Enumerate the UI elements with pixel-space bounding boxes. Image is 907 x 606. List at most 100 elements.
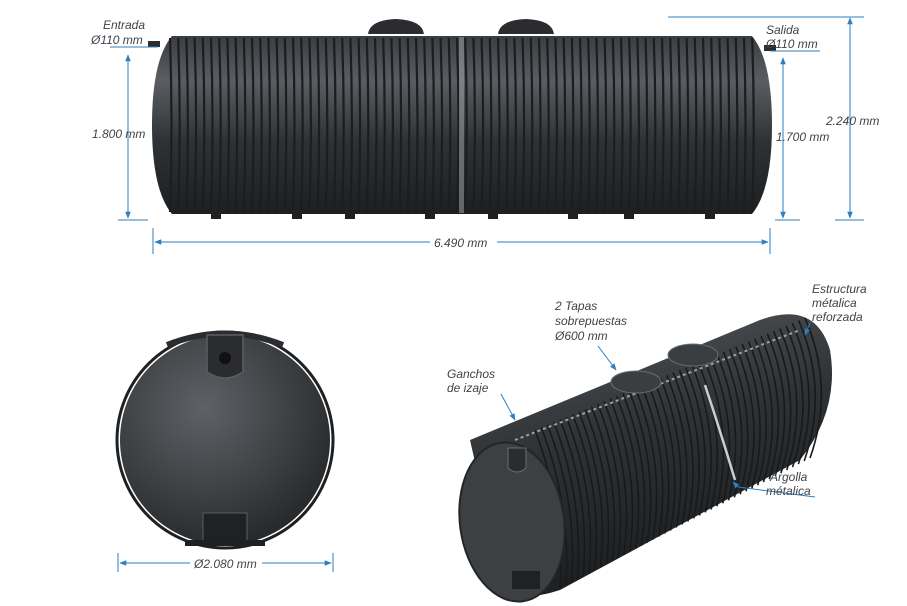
rib [710,37,714,213]
perspective-rib [578,411,604,567]
perspective-rib [597,403,622,558]
rib [652,37,657,213]
perspective-rib [710,356,731,504]
rib [644,37,649,213]
perspective-rib [804,317,823,459]
perspective-rib [760,335,780,480]
perspective-rib [766,333,786,477]
rib [423,37,427,213]
rib [546,37,550,213]
rib [414,37,419,213]
inlet-diameter: Ø110 mm [91,33,143,47]
perspective-rib [603,401,628,555]
rib [250,37,255,213]
rib [373,37,378,213]
outlet-label: Salida [766,23,800,37]
perspective-rib [678,369,700,519]
front-diameter-label: Ø2.080 mm [194,557,257,571]
side-view-dimensions [110,16,864,254]
perspective-rib [659,377,682,528]
rib [168,37,173,213]
rib [513,37,517,213]
front-view-disc [120,335,330,545]
rib [587,37,591,213]
rib [447,37,452,213]
structure-label-line-1: Estructura [812,282,867,296]
perspective-rib [559,419,586,576]
rib [488,37,493,213]
hooks-label-line-1: Ganchos [447,367,496,381]
rib [537,37,542,213]
perspective-ribs [534,317,823,589]
front-view-feet [185,540,265,546]
rib [660,37,665,213]
rib [521,37,526,213]
lid-right [498,19,554,34]
rib [472,37,476,213]
rib [701,37,706,213]
perspective-rib [666,375,688,525]
perspective-rib [754,338,774,483]
rib [209,37,214,213]
perspective-rib [772,330,792,474]
perspective-rib [590,406,616,561]
rib [193,37,198,213]
inlet-label: Entrada [103,18,146,32]
rib [455,37,460,213]
lid-label-line-2: sobrepuestas [555,314,628,328]
lid-left [368,19,424,34]
inlet-pipe [148,41,160,47]
rib [578,37,583,213]
rib [496,37,501,213]
rib [234,37,239,213]
perspective-rib [653,380,676,531]
rib [226,37,230,213]
perspective-rib [584,408,610,564]
perspective-rib [797,320,817,462]
perspective-rib [691,364,713,513]
side-view-tank [148,19,776,219]
rib [365,37,370,213]
rib [742,37,747,213]
perspective-rib [641,385,664,537]
perspective-rib [716,354,737,501]
rib [636,37,640,213]
front-view-tank [115,330,335,550]
outlet-diameter: Ø110 mm [766,37,818,51]
rib [332,37,337,213]
structure-label-line-3: reforzada [812,310,863,324]
rib [726,37,731,213]
structure-label-line-2: métalica [812,296,857,310]
perspective-rib [728,348,749,495]
rib [464,37,468,213]
perspective-rib [609,398,634,552]
perspective-rib [628,390,652,543]
rib [562,37,567,213]
rib [751,37,755,213]
rib [177,37,181,213]
hooks-label-line-2: de izaje [447,381,489,395]
center-ring [459,37,464,213]
perspective-rib [722,351,743,498]
perspective-rib [779,328,798,471]
perspective-end-cap [458,441,566,603]
perspective-rib [735,346,755,492]
rib [595,37,599,213]
lid-label-line-1: 2 Tapas [555,299,598,313]
ring-label-line-2: métalica [766,484,811,498]
rib [349,37,353,213]
perspective-rib [747,341,767,486]
rib [611,37,616,213]
perspective-rib [647,382,670,534]
perspective-rib [615,395,640,549]
rib [628,37,632,213]
rib [300,37,304,213]
rib [718,37,722,213]
perspective-rib [703,359,725,507]
rib [685,37,690,213]
rib [324,37,329,213]
rib [734,37,739,213]
rib [693,37,698,213]
rib [390,37,394,213]
